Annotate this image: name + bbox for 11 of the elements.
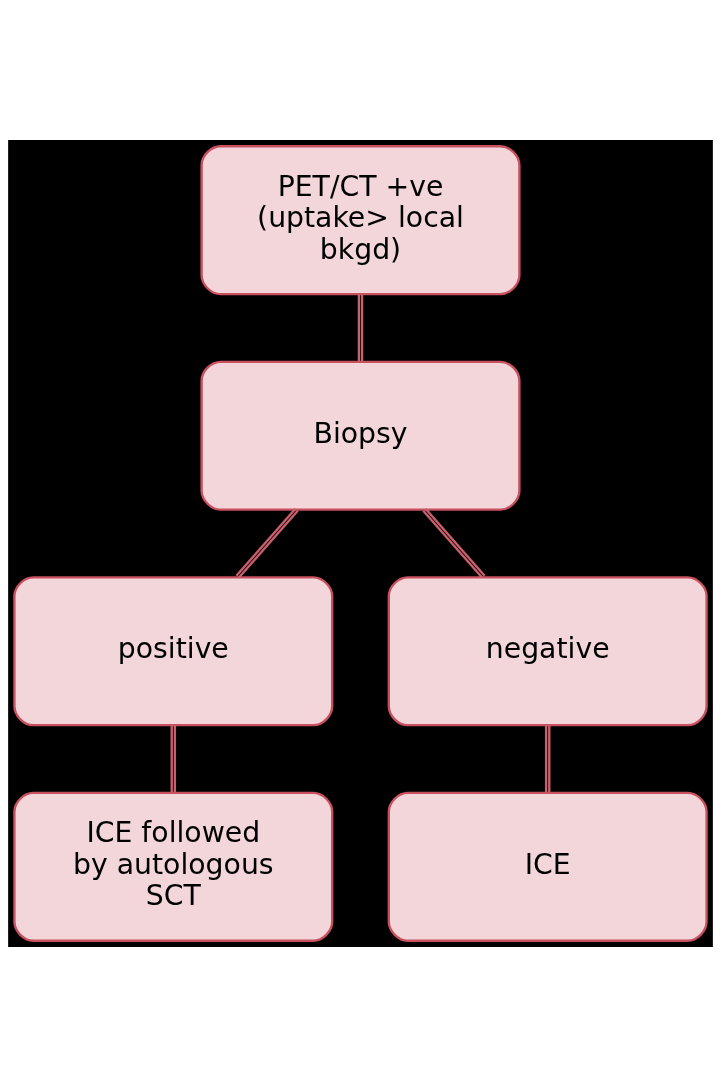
- node-box: ICE followed by autologous SCT: [13, 791, 334, 942]
- connector: [422, 507, 486, 579]
- connector: [170, 724, 177, 792]
- node-box: negative: [387, 575, 708, 726]
- node-box: Biopsy: [200, 360, 521, 511]
- connector: [357, 293, 364, 361]
- node-box: positive: [13, 575, 334, 726]
- node-box: ICE: [387, 791, 708, 942]
- connector: [544, 724, 551, 792]
- node-box: PET/CT +ve (uptake> local bkgd): [200, 144, 521, 295]
- connector: [235, 507, 299, 579]
